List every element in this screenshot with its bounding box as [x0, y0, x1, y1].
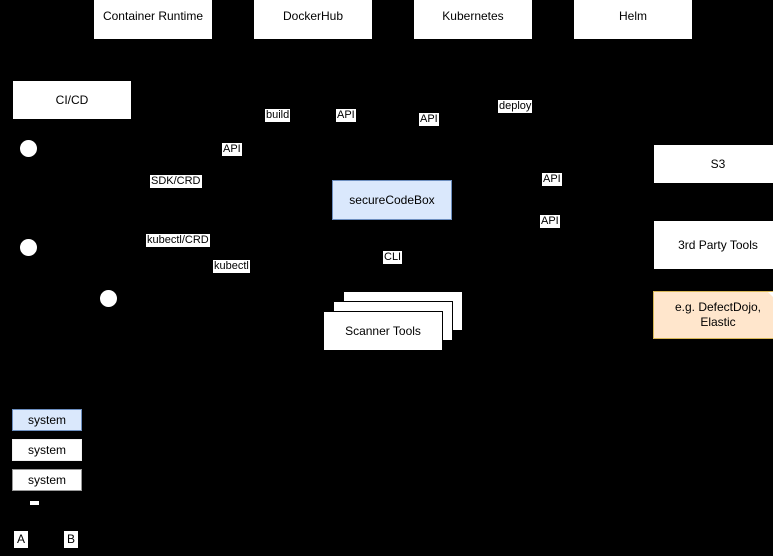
node-kubernetes-label: Kubernetes [442, 8, 504, 23]
note-fold-icon [768, 292, 773, 306]
legend-label-a: A [14, 531, 29, 548]
legend-label-b: B [64, 531, 79, 548]
edge-label-kubectl: kubectl [213, 260, 250, 273]
edge-label-api-left: API [222, 143, 242, 156]
node-cicd-label: CI/CD [55, 92, 89, 107]
note-line-1: e.g. DefectDojo, [674, 300, 762, 314]
edge-label-kubectl-crd: kubectl/CRD [146, 234, 210, 247]
edge-label-build: build [265, 109, 291, 122]
node-dockerhub-label: DockerHub [282, 8, 344, 23]
note-defectdojo: e.g. DefectDojo, Elastic [653, 291, 773, 339]
legend-connector-mark-icon [30, 501, 39, 505]
node-s3-label: S3 [710, 156, 726, 171]
node-scanner-tools-label: Scanner Tools [345, 323, 421, 338]
node-securecodebox-label: secureCodeBox [349, 192, 435, 207]
edge-label-cli: CLI [383, 251, 403, 264]
node-helm-label: Helm [618, 8, 647, 23]
edge-label-sdk-crd: SDK/CRD [150, 175, 202, 188]
node-third-party-tools[interactable]: 3rd Party Tools [653, 220, 773, 270]
legend-item-other-system-label: system [27, 473, 66, 487]
actor-head-1 [20, 140, 37, 157]
node-s3[interactable]: S3 [653, 144, 773, 184]
node-cicd[interactable]: CI/CD [12, 80, 132, 120]
node-third-party-tools-label: 3rd Party Tools [678, 237, 758, 252]
node-securecodebox[interactable]: secureCodeBox [332, 180, 452, 220]
legend-item-external-system: system [12, 439, 82, 461]
legend-item-securecodebox-system: system [12, 409, 82, 431]
edge-label-api-top: API [336, 109, 356, 122]
legend-item-securecodebox-system-label: system [27, 413, 66, 427]
node-dockerhub[interactable]: DockerHub [253, 0, 373, 40]
edge-label-api-mid-top: API [419, 113, 439, 126]
node-container-runtime-label: Container Runtime [102, 8, 204, 23]
edge-label-api-right-2: API [540, 215, 560, 228]
actor-head-2 [20, 239, 37, 256]
node-scanner-tools[interactable]: Scanner Tools [323, 311, 443, 351]
node-kubernetes[interactable]: Kubernetes [413, 0, 533, 40]
legend-item-external-system-label: system [27, 443, 66, 457]
edge-label-api-right-1: API [542, 173, 562, 186]
actor-head-3 [100, 290, 117, 307]
node-helm[interactable]: Helm [573, 0, 693, 40]
node-container-runtime[interactable]: Container Runtime [93, 0, 213, 40]
edge-label-deploy: deploy [498, 100, 533, 113]
note-line-2: Elastic [700, 315, 736, 329]
legend-item-other-system: system [12, 469, 82, 491]
